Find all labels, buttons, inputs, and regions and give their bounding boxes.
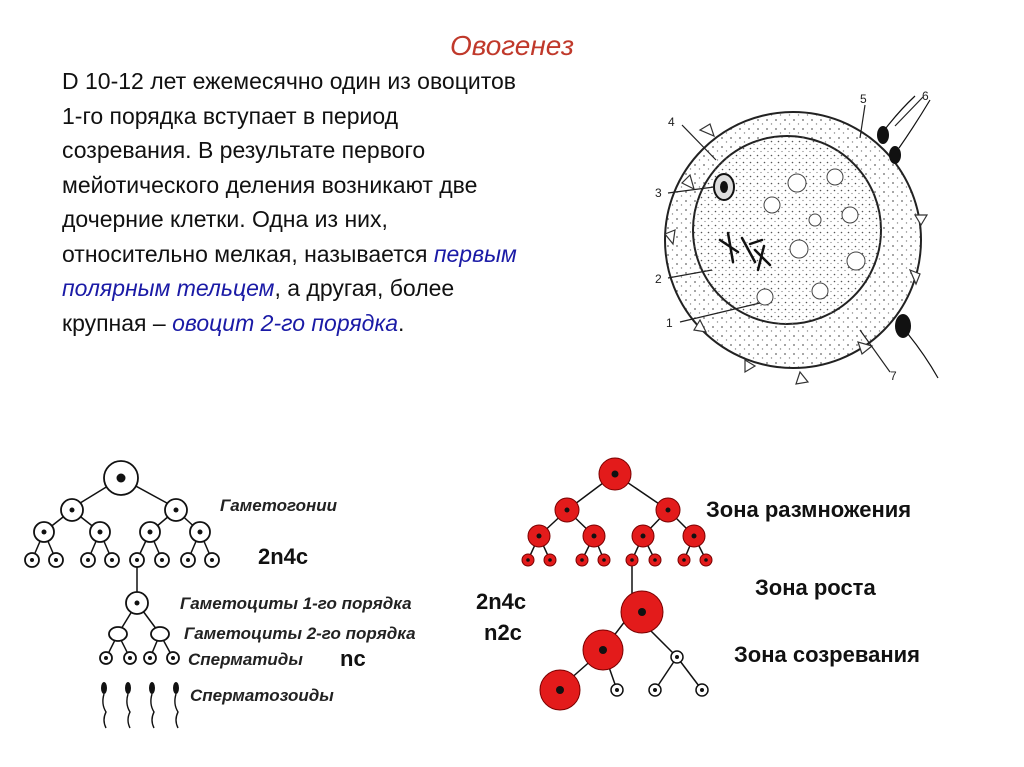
label-spermatids: Сперматиды (188, 650, 303, 669)
paragraph-text-2: , а другая, более крупная – (62, 275, 455, 336)
label-gametocytes-2: Гаметоциты 2-го порядка (184, 624, 416, 643)
label-zone-multiplication: Зона размножения (706, 497, 912, 522)
ploidy-gonia: 2n4c (258, 544, 309, 569)
oocyte-2-term: овоцит 2-го порядка (172, 309, 399, 336)
label-spermatozoa: Сперматозоиды (190, 686, 334, 705)
egg-label-5: 5 (860, 92, 867, 106)
egg-label-1: 1 (666, 316, 673, 330)
ploidy-gametocytes-2: n2c (484, 620, 522, 645)
follicle-cells (664, 123, 929, 385)
slide-title: Овогенез (449, 30, 575, 61)
egg-label-6: 6 (922, 89, 929, 103)
ploidy-spermatids: nc (340, 646, 366, 671)
spermatozoa-icons (101, 682, 179, 729)
label-gametocytes-1: Гаметоциты 1-го порядка (180, 594, 412, 613)
ploidy-gametocytes-1: 2n4c (476, 589, 527, 614)
sperm-heads (877, 126, 911, 338)
vacuoles (756, 168, 866, 306)
chromosomes-icon (718, 231, 772, 272)
label-zone-growth: Зона роста (755, 575, 876, 600)
paragraph-text-3: . (398, 309, 405, 336)
egg-label-7: 7 (890, 369, 897, 383)
egg-label-4: 4 (668, 115, 675, 129)
label-zone-maturation: Зона созревания (734, 642, 920, 667)
label-gametogonia: Гаметогонии (220, 496, 338, 515)
egg-label-2: 2 (655, 272, 662, 286)
polar-body-term: первым полярным тельцем (62, 240, 517, 302)
description-paragraph: D 10-12 лет ежемесячно один из овоцитов … (62, 64, 522, 340)
paragraph-text-1: D 10-12 лет ежемесячно один из овоцитов … (62, 68, 517, 267)
egg-label-3: 3 (655, 186, 662, 200)
